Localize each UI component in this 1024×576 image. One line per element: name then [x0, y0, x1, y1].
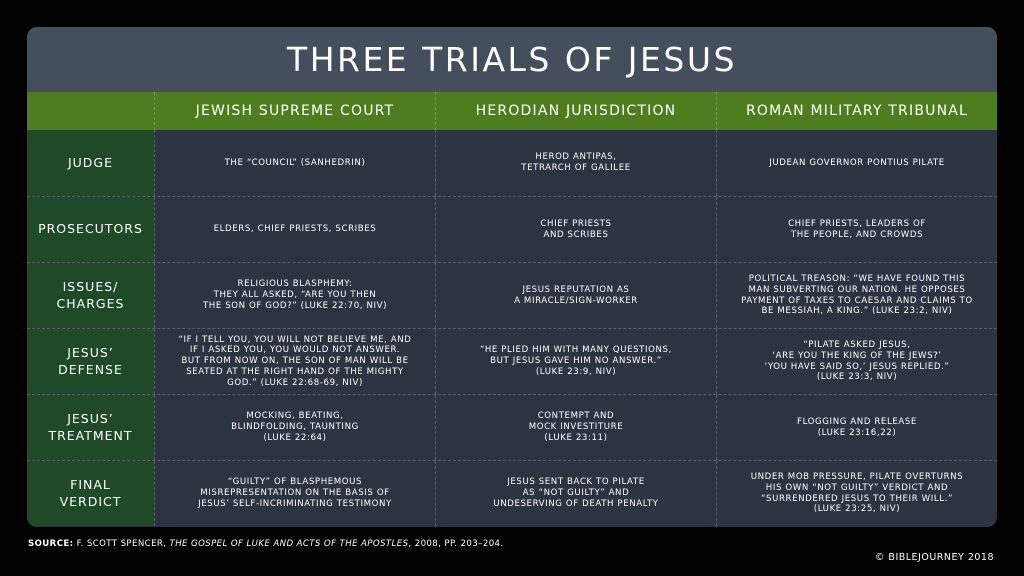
- table-cell: THE “COUNCIL” (SANHEDRIN): [154, 130, 435, 196]
- column-header-roman: ROMAN MILITARY TRIBUNAL: [716, 92, 997, 130]
- column-header-herodian: HERODIAN JURISDICTION: [435, 92, 716, 130]
- table-cell: ELDERS, CHIEF PRIESTS, SCRIBES: [154, 197, 435, 262]
- row-label-verdict: FINAL VERDICT: [27, 461, 154, 526]
- table-cell: CHIEF PRIESTS AND SCRIBES: [435, 197, 716, 262]
- row-label-prosecutors: PROSECUTORS: [27, 197, 154, 262]
- table-cell: “PILATE ASKED JESUS, ‘ARE YOU THE KING O…: [716, 329, 997, 394]
- row-label-charges: ISSUES/ CHARGES: [27, 263, 154, 328]
- source-details: , 2008, PP. 203–204.: [408, 539, 504, 549]
- table-cell: MOCKING, BEATING, BLINDFOLDING, TAUNTING…: [154, 395, 435, 460]
- table-row: JESUS’ TREATMENT MOCKING, BEATING, BLIND…: [27, 394, 997, 460]
- table-cell: “IF I TELL YOU, YOU WILL NOT BELIEVE ME,…: [154, 329, 435, 394]
- table-cell: “GUILTY” OF BLASPHEMOUS MISREPRESENTATIO…: [154, 461, 435, 526]
- source-title: THE GOSPEL OF LUKE AND ACTS OF THE APOST…: [169, 539, 409, 549]
- header-corner: [27, 92, 154, 130]
- row-label-defense: JESUS’ DEFENSE: [27, 329, 154, 394]
- table-row: PROSECUTORS ELDERS, CHIEF PRIESTS, SCRIB…: [27, 196, 997, 262]
- row-label-treatment: JESUS’ TREATMENT: [27, 395, 154, 460]
- table-cell: UNDER MOB PRESSURE, PILATE OVERTURNS HIS…: [716, 461, 997, 526]
- table-row: FINAL VERDICT “GUILTY” OF BLASPHEMOUS MI…: [27, 460, 997, 526]
- table-cell: FLOGGING AND RELEASE (LUKE 23:16,22): [716, 395, 997, 460]
- table-cell: CONTEMPT AND MOCK INVESTITURE (LUKE 23:1…: [435, 395, 716, 460]
- table-row: ISSUES/ CHARGES RELIGIOUS BLASPHEMY: THE…: [27, 262, 997, 328]
- source-author: F. SCOTT SPENCER,: [73, 539, 170, 549]
- table-cell: HEROD ANTIPAS, TETRARCH OF GALILEE: [435, 130, 716, 196]
- copyright-notice: © BIBLEJOURNEY 2018: [874, 552, 994, 563]
- table-cell: “HE PLIED HIM WITH MANY QUESTIONS, BUT J…: [435, 329, 716, 394]
- trials-table-card: THREE TRIALS OF JESUS JEWISH SUPREME COU…: [27, 27, 997, 527]
- page-title: THREE TRIALS OF JESUS: [27, 27, 997, 92]
- table-cell: JUDEAN GOVERNOR PONTIUS PILATE: [716, 130, 997, 196]
- table-cell: JESUS SENT BACK TO PILATE AS “NOT GUILTY…: [435, 461, 716, 526]
- column-header-row: JEWISH SUPREME COURT HERODIAN JURISDICTI…: [27, 92, 997, 130]
- table-cell: POLITICAL TREASON: “WE HAVE FOUND THIS M…: [716, 263, 997, 328]
- table-body: JUDGE THE “COUNCIL” (SANHEDRIN) HEROD AN…: [27, 130, 997, 526]
- table-cell: CHIEF PRIESTS, LEADERS OF THE PEOPLE, AN…: [716, 197, 997, 262]
- source-label: SOURCE:: [28, 539, 74, 549]
- row-label-judge: JUDGE: [27, 130, 154, 196]
- table-row: JUDGE THE “COUNCIL” (SANHEDRIN) HEROD AN…: [27, 130, 997, 196]
- table-cell: JESUS REPUTATION AS A MIRACLE/SIGN-WORKE…: [435, 263, 716, 328]
- table-cell: RELIGIOUS BLASPHEMY: THEY ALL ASKED, “AR…: [154, 263, 435, 328]
- column-header-jewish: JEWISH SUPREME COURT: [154, 92, 435, 130]
- source-citation: SOURCE: F. SCOTT SPENCER, THE GOSPEL OF …: [28, 539, 504, 549]
- table-row: JESUS’ DEFENSE “IF I TELL YOU, YOU WILL …: [27, 328, 997, 394]
